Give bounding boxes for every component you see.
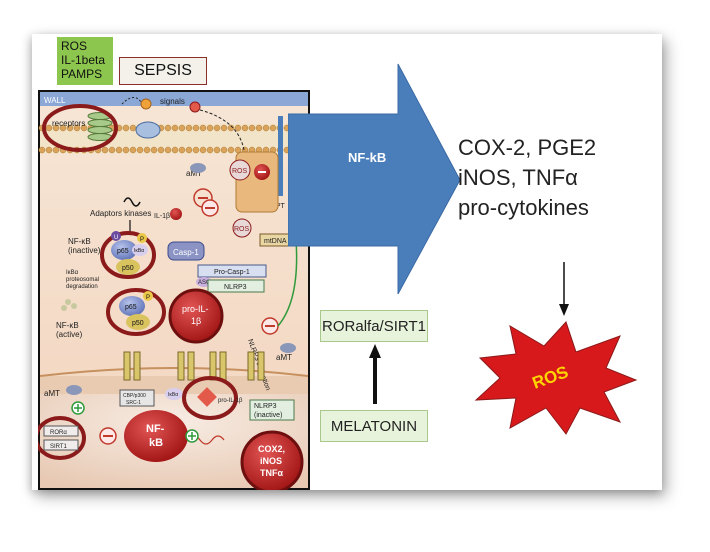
nfkb-inactive-ring <box>100 231 156 279</box>
cox2-cell-ball <box>240 430 304 490</box>
svg-text:p50: p50 <box>132 320 144 327</box>
nfkb-big-ball <box>124 410 188 462</box>
procasp1-label: Pro-Casp-1 <box>214 269 250 276</box>
nfkb-inactive-1: NF-κB <box>68 237 91 246</box>
svg-text:P: P <box>146 295 150 301</box>
wall-label: WALL <box>44 96 66 105</box>
receptors-highlight-ring <box>42 104 118 152</box>
pro-il1b-ball <box>168 288 224 344</box>
p50-label: p50 <box>122 265 134 272</box>
asc-label: ASC <box>198 280 211 286</box>
svg-text:NLRP3(inactive): NLRP3(inactive) <box>254 403 282 419</box>
pro-il1b-gene-ring <box>182 376 238 420</box>
down-arrow-to-ros <box>559 262 569 316</box>
receptors-label: receptors <box>52 119 85 128</box>
triggers-box: ROS IL-1beta PAMPS <box>57 37 113 85</box>
p65-label: p65 <box>117 248 129 255</box>
nfkb-inactive-2: (inactive) <box>68 246 101 255</box>
output-line-1: COX-2, PGE2 <box>458 135 597 160</box>
membrane-protein <box>135 121 161 139</box>
svg-text:pro-IL-1β: pro-IL-1β <box>182 304 209 326</box>
ros-mito-2: ROS <box>234 226 250 233</box>
u-label: U <box>114 235 118 241</box>
amt-left-label: aMT <box>44 389 60 398</box>
trigger-il1beta: IL-1beta <box>61 53 106 67</box>
p-label: P <box>140 237 144 243</box>
roralpha-label: RORα <box>50 430 67 436</box>
ikba-2-label: IκBα <box>168 392 178 398</box>
ror-sirt-ring <box>38 416 86 460</box>
output-line-2: iNOS, TNFα <box>458 165 578 190</box>
melatonin-box: MELATONIN <box>320 410 428 442</box>
amt-right-label: aMT <box>276 353 292 362</box>
svg-text:NF-κB(active): NF-κB(active) <box>56 321 83 339</box>
adaptors-label: Adaptors kinases <box>90 209 151 218</box>
il1b-small-label: IL-1β <box>154 213 170 220</box>
outputs-list: COX-2, PGE2 iNOS, TNFα pro-cytokines <box>458 133 648 223</box>
ikba-label: IκBα <box>134 248 144 254</box>
sirt1-cell-label: SIRT1 <box>50 444 68 450</box>
arrow-label: NF-kB <box>348 150 387 165</box>
trigger-ros: ROS <box>61 39 88 53</box>
output-line-3: pro-cytokines <box>458 195 589 220</box>
nfkb-active-ring <box>106 288 166 336</box>
svg-text:NF-kB: NF-kB <box>146 423 165 449</box>
svg-text:p65: p65 <box>125 304 137 311</box>
roralfa-sirt1-box: RORalfa/SIRT1 <box>320 310 428 342</box>
ros-mito-1: ROS <box>232 168 248 175</box>
up-arrow-from-melatonin <box>369 344 381 404</box>
nlrp3-label: NLRP3 <box>224 284 247 291</box>
svg-text:NF-κB(inactive): NF-κB(inactive) <box>68 237 101 255</box>
cell-pathway-diagram: WALL receptors signals MPT Adaptors kina… <box>38 90 310 490</box>
proil1b-small-label: pro-IL-1β <box>218 398 243 404</box>
signal-ball-red <box>189 101 201 113</box>
sepsis-label: SEPSIS <box>119 57 207 85</box>
amt-top-label: aMT <box>186 169 202 178</box>
nfkb-arrow <box>288 63 461 295</box>
signals-label: signals <box>160 97 185 106</box>
casp1-label: Casp-1 <box>173 248 199 257</box>
trigger-pamps: PAMPS <box>61 67 103 81</box>
signal-ball <box>140 98 152 110</box>
ros-burst <box>474 321 638 435</box>
mtdna-label: mtDNA <box>264 238 287 245</box>
